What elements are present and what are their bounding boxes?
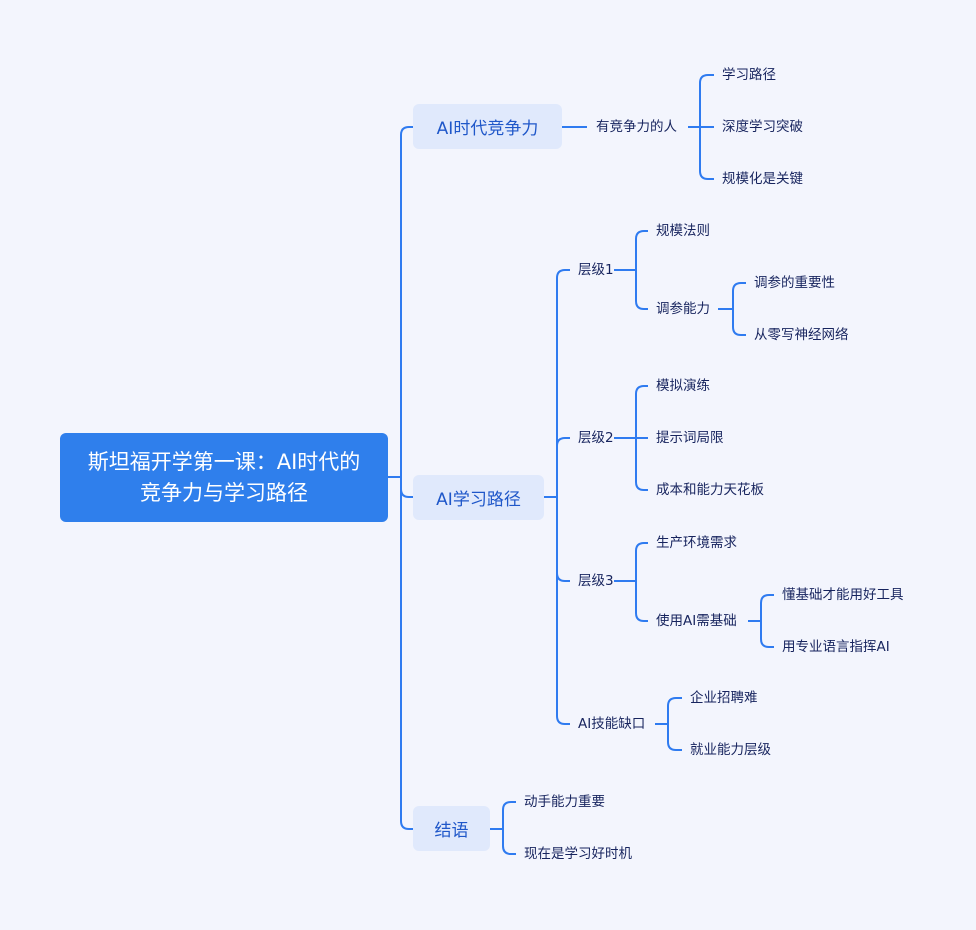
node-level3[interactable]: 层级3: [578, 573, 614, 589]
node-level2[interactable]: 层级2: [578, 430, 614, 446]
node-skill-gap[interactable]: AI技能缺口: [578, 716, 646, 732]
node-level1[interactable]: 层级1: [578, 262, 614, 278]
node-leaf[interactable]: 就业能力层级: [690, 742, 771, 758]
node-leaf[interactable]: 懂基础才能用好工具: [782, 587, 904, 603]
connector: [614, 542, 648, 622]
node-competitive-person[interactable]: 有竞争力的人: [596, 119, 677, 135]
node-leaf[interactable]: 用专业语言指挥AI: [782, 639, 890, 655]
root-title: 斯坦福开学第一课：AI时代的竞争力与学习路径: [87, 449, 361, 505]
node-leaf[interactable]: 生产环境需求: [656, 535, 737, 551]
connector: [688, 74, 714, 180]
node-leaf[interactable]: 模拟演练: [656, 378, 710, 394]
node-leaf[interactable]: 现在是学习好时机: [524, 846, 632, 862]
connector: [388, 126, 413, 830]
node-tuning[interactable]: 调参能力: [656, 301, 710, 317]
node-leaf[interactable]: 规模化是关键: [722, 171, 803, 187]
node-leaf[interactable]: 从零写神经网络: [754, 327, 849, 343]
connector: [655, 697, 682, 751]
connector: [748, 594, 774, 648]
root-node[interactable]: 斯坦福开学第一课：AI时代的竞争力与学习路径: [60, 433, 388, 522]
connector: [718, 282, 746, 336]
connector: [614, 385, 648, 491]
node-leaf[interactable]: 动手能力重要: [524, 794, 605, 810]
branch-ai-competitiveness[interactable]: AI时代竞争力: [413, 104, 562, 149]
node-leaf[interactable]: 规模法则: [656, 223, 710, 239]
connector: [490, 801, 516, 855]
connector: [544, 269, 570, 725]
node-leaf[interactable]: 成本和能力天花板: [656, 482, 764, 498]
node-leaf[interactable]: 深度学习突破: [722, 119, 803, 135]
node-leaf[interactable]: 提示词局限: [656, 430, 724, 446]
branch-ai-learning-path[interactable]: AI学习路径: [413, 475, 544, 520]
node-leaf[interactable]: 学习路径: [722, 67, 776, 83]
branch-conclusion[interactable]: 结语: [413, 806, 490, 851]
node-leaf[interactable]: 调参的重要性: [754, 275, 835, 291]
connector: [614, 230, 648, 310]
node-basics[interactable]: 使用AI需基础: [656, 613, 737, 629]
node-leaf[interactable]: 企业招聘难: [690, 690, 758, 706]
